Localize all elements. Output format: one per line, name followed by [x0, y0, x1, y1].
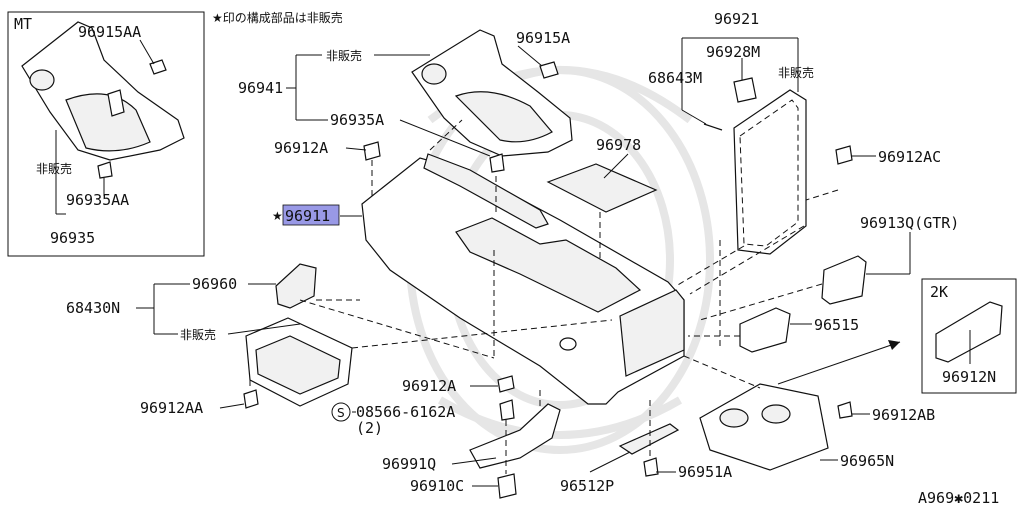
label-96928M: 96928M	[706, 43, 760, 61]
footer-code: A969✱0211	[918, 489, 999, 507]
mt-shift-knob	[107, 89, 125, 117]
clip-96951A	[643, 457, 659, 477]
label-96965N: 96965N	[840, 452, 894, 470]
screw-96912A-mid	[497, 375, 515, 393]
mt-inset: MT 96915AA 非販売 96935AA 96935	[7, 11, 205, 257]
screw-96912A-top	[363, 141, 381, 161]
clip-96935A	[489, 153, 505, 173]
label-96512P: 96512P	[560, 477, 614, 495]
label-star: ★	[272, 209, 283, 223]
label-96991Q: 96991Q	[382, 455, 436, 473]
label-screw-s: S	[337, 406, 345, 420]
label-96910C: 96910C	[410, 477, 464, 495]
mt-label-hihanbai: 非販売	[36, 161, 72, 176]
label-96978: 96978	[596, 136, 641, 154]
spring-68643M	[703, 123, 723, 131]
mt-console-panel	[21, 21, 185, 161]
k2-cover-part	[935, 301, 1003, 363]
clip-96912AC	[835, 145, 853, 165]
label-96960: 96960	[192, 275, 237, 293]
cup-holder-96965N	[699, 383, 829, 471]
console-tray	[455, 217, 642, 313]
label-96912AC: 96912AC	[878, 148, 941, 166]
label-08566: 08566-6162A	[356, 403, 455, 421]
cover-96515	[739, 307, 791, 353]
cup-ring-a	[719, 408, 749, 428]
plate-96512P	[618, 423, 680, 455]
label-96935A: 96935A	[330, 111, 384, 129]
label-96951A: 96951A	[678, 463, 732, 481]
screw-96915A	[539, 61, 559, 79]
label-96515: 96515	[814, 316, 859, 334]
label-68643M: 68643M	[648, 69, 702, 87]
k2-title: 2K	[930, 283, 948, 301]
mt-title: MT	[14, 15, 32, 33]
screw-96912AA	[243, 389, 259, 409]
k2-label-96912N: 96912N	[942, 368, 996, 386]
label-96912A-top: 96912A	[274, 139, 328, 157]
pad-96978	[546, 163, 658, 213]
mt-label-96915AA: 96915AA	[78, 23, 141, 41]
label-hihanbai-right: 非販売	[778, 65, 814, 80]
latch-96928M	[733, 77, 757, 103]
console-front-pocket	[619, 289, 685, 377]
clip-96910C	[497, 473, 517, 499]
label-96912AA: 96912AA	[140, 399, 203, 417]
upper-opening	[454, 91, 553, 143]
leader-lines	[136, 37, 911, 487]
mt-clip	[97, 161, 113, 179]
label-96912A-mid: 96912A	[402, 377, 456, 395]
mt-shift-boot	[65, 93, 151, 152]
label-hihanbai-left: 非販売	[180, 327, 216, 342]
assembly-lines	[249, 119, 839, 474]
k2-inset: 2K 96912N	[921, 278, 1017, 394]
armrest-lid	[733, 89, 807, 255]
label-hihanbai-top: 非販売	[326, 48, 362, 63]
highlight-96911	[282, 204, 340, 226]
label-qty2: (2)	[356, 419, 383, 437]
label-68430N: 68430N	[66, 299, 120, 317]
label-96921: 96921	[714, 10, 759, 28]
upper-cup-ring	[421, 63, 447, 85]
panel-96913Q	[821, 255, 867, 305]
label-96912AB: 96912AB	[872, 406, 935, 424]
mt-label-96935AA: 96935AA	[66, 191, 129, 209]
console-rail	[423, 153, 549, 229]
cup-ring-b	[761, 404, 791, 424]
screw-symbol-circle	[331, 402, 351, 422]
header-note: ★印の構成部品は非販売	[212, 10, 343, 25]
console-hole	[559, 337, 577, 351]
mt-label-96935: 96935	[50, 229, 95, 247]
mt-cup-ring	[29, 69, 55, 91]
label-96915A: 96915A	[516, 29, 570, 47]
label-96941: 96941	[238, 79, 283, 97]
lid-96960	[275, 263, 317, 309]
clip-96912AB	[837, 401, 853, 419]
label-96911: 96911	[285, 207, 330, 225]
bolt-08566	[499, 399, 515, 421]
label-96913Q: 96913Q(GTR)	[860, 214, 959, 232]
bracket-96991Q	[469, 403, 561, 469]
